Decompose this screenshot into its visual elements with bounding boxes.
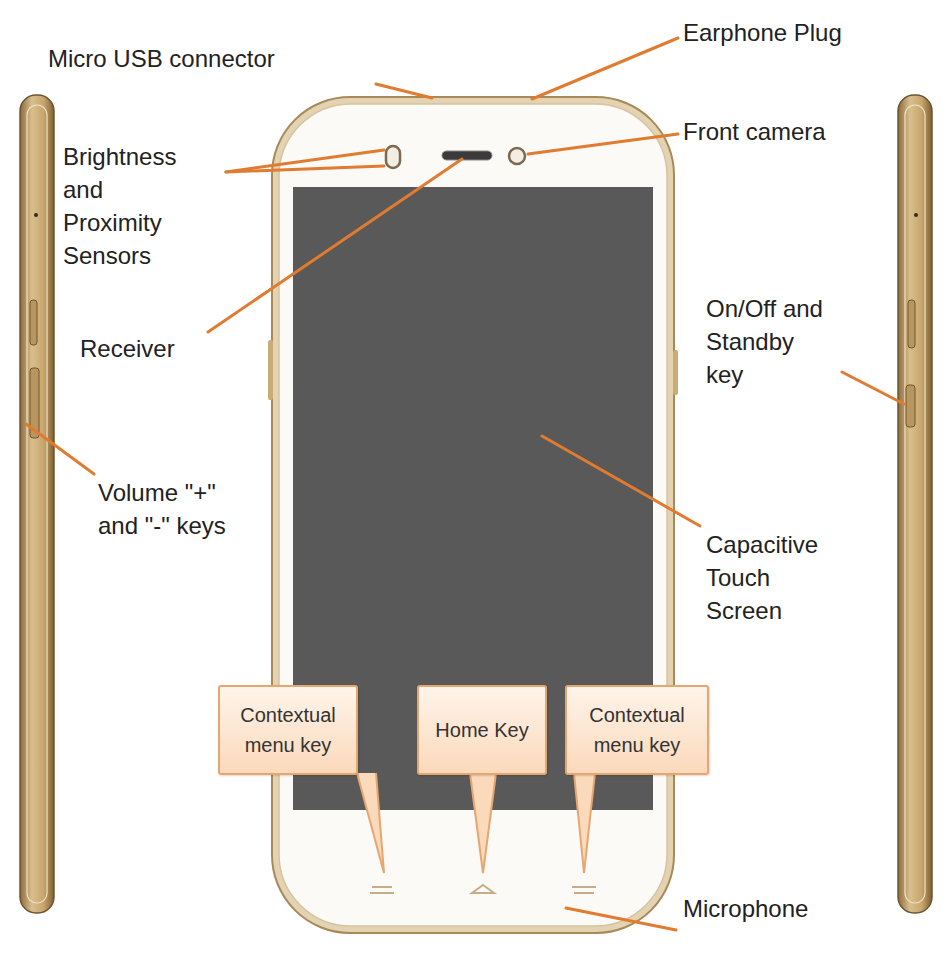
part-label: Microphone (683, 892, 923, 925)
part-label: Micro USB connector (48, 42, 378, 75)
touch-keys (370, 885, 596, 893)
callout-pointer (357, 773, 595, 873)
part-label: Volume "+" and "-" keys (98, 476, 226, 542)
part-label: Capacitive Touch Screen (706, 528, 836, 627)
part-label: Brightness and Proximity Sensors (63, 140, 203, 272)
callout-text: Contextual menu key (577, 700, 697, 760)
part-label: Receiver (80, 332, 240, 365)
callout-text: Contextual menu key (230, 700, 346, 760)
callout-box: Contextual menu key (565, 685, 709, 775)
sensors (386, 146, 400, 168)
receiver (442, 151, 492, 160)
power-key (906, 385, 915, 427)
phone-front (268, 97, 678, 933)
part-label: Front camera (683, 115, 933, 148)
callout-text: Home Key (435, 715, 528, 745)
callout-box: Contextual menu key (218, 685, 358, 775)
part-label: Earphone Plug (683, 16, 933, 49)
left-side-view (20, 95, 54, 913)
front-camera (509, 148, 525, 164)
part-label: On/Off and Standby key (706, 292, 826, 391)
callout-box: Home Key (417, 685, 547, 775)
leader-line (26, 38, 904, 930)
right-side-view (898, 95, 932, 913)
